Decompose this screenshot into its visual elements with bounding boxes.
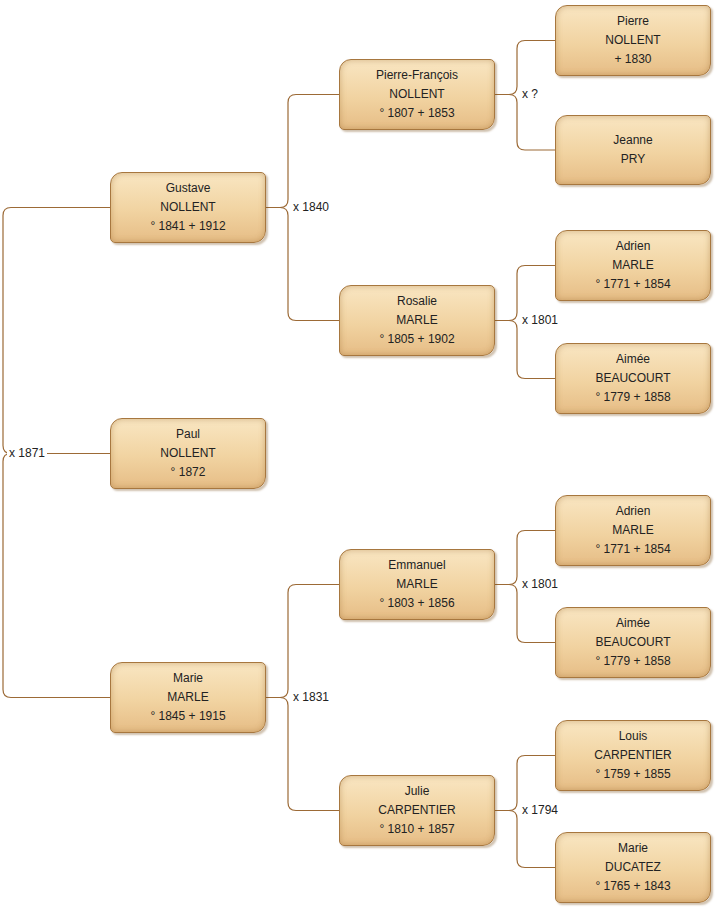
life-dates: + 1830: [566, 50, 700, 69]
person-scroll: AdrienMARLE° 1771 + 1854: [555, 230, 711, 301]
life-dates: ° 1845 + 1915: [121, 707, 255, 726]
surname: NOLLENT: [566, 31, 700, 50]
person-scroll: PierreNOLLENT+ 1830: [555, 5, 711, 76]
given-name: Rosalie: [350, 292, 484, 311]
person-scroll: LouisCARPENTIER° 1759 + 1855: [555, 720, 711, 791]
given-name: Paul: [121, 425, 255, 444]
given-name: Marie: [566, 839, 700, 858]
given-name: Emmanuel: [350, 556, 484, 575]
surname: MARLE: [566, 256, 700, 275]
family-link: [495, 811, 555, 868]
life-dates: ° 1841 + 1912: [121, 217, 255, 236]
life-dates: ° 1803 + 1856: [350, 594, 484, 613]
family-link: [495, 95, 555, 151]
life-dates: ° 1805 + 1902: [350, 330, 484, 349]
surname: MARLE: [121, 688, 255, 707]
life-dates: ° 1779 + 1858: [566, 652, 700, 671]
family-link: [266, 585, 339, 698]
surname: MARLE: [350, 311, 484, 330]
person-scroll: GustaveNOLLENT° 1841 + 1912: [110, 172, 266, 243]
given-name: Marie: [121, 669, 255, 688]
person-scroll: MarieMARLE° 1845 + 1915: [110, 662, 266, 733]
marriage-label: x 1871: [7, 446, 47, 461]
given-name: Aimée: [566, 350, 700, 369]
surname: PRY: [566, 150, 700, 169]
life-dates: ° 1759 + 1855: [566, 765, 700, 784]
given-name: Pierre-François: [350, 66, 484, 85]
family-link: [495, 585, 555, 643]
marriage-label: x 1794: [520, 803, 560, 818]
surname: CARPENTIER: [566, 746, 700, 765]
person-scroll: EmmanuelMARLE° 1803 + 1856: [339, 549, 495, 620]
surname: NOLLENT: [121, 198, 255, 217]
person-scroll: RosalieMARLE° 1805 + 1902: [339, 285, 495, 356]
person-scroll: JeannePRY: [555, 115, 711, 185]
surname: MARLE: [350, 575, 484, 594]
life-dates: ° 1810 + 1857: [350, 820, 484, 839]
family-link: [3, 208, 110, 454]
given-name: Louis: [566, 727, 700, 746]
surname: MARLE: [566, 521, 700, 540]
surname: BEAUCOURT: [566, 369, 700, 388]
person-scroll: AiméeBEAUCOURT° 1779 + 1858: [555, 343, 711, 414]
life-dates: ° 1765 + 1843: [566, 877, 700, 896]
surname: NOLLENT: [121, 444, 255, 463]
family-link: [495, 321, 555, 379]
given-name: Julie: [350, 782, 484, 801]
family-link: [266, 698, 339, 811]
life-dates: ° 1779 + 1858: [566, 388, 700, 407]
person-scroll: PaulNOLLENT° 1872: [110, 418, 266, 489]
person-scroll: AdrienMARLE° 1771 + 1854: [555, 495, 711, 566]
marriage-label: x 1840: [291, 200, 331, 215]
person-scroll: AiméeBEAUCOURT° 1779 + 1858: [555, 607, 711, 678]
surname: CARPENTIER: [350, 801, 484, 820]
given-name: Pierre: [566, 12, 700, 31]
person-scroll: MarieDUCATEZ° 1765 + 1843: [555, 832, 711, 903]
marriage-label: x 1801: [520, 577, 560, 592]
person-scroll: JulieCARPENTIER° 1810 + 1857: [339, 775, 495, 846]
given-name: Gustave: [121, 179, 255, 198]
given-name: Aimée: [566, 614, 700, 633]
given-name: Jeanne: [566, 131, 700, 150]
marriage-label: x 1801: [520, 313, 560, 328]
family-link: [3, 454, 110, 698]
marriage-label: x 1831: [291, 690, 331, 705]
family-link: [266, 208, 339, 321]
marriage-label: x ?: [520, 87, 540, 102]
life-dates: ° 1872: [121, 463, 255, 482]
surname: BEAUCOURT: [566, 633, 700, 652]
life-dates: ° 1771 + 1854: [566, 540, 700, 559]
life-dates: ° 1771 + 1854: [566, 275, 700, 294]
surname: DUCATEZ: [566, 858, 700, 877]
given-name: Adrien: [566, 502, 700, 521]
life-dates: ° 1807 + 1853: [350, 104, 484, 123]
given-name: Adrien: [566, 237, 700, 256]
person-scroll: Pierre-FrançoisNOLLENT° 1807 + 1853: [339, 59, 495, 130]
surname: NOLLENT: [350, 85, 484, 104]
family-link: [266, 95, 339, 208]
